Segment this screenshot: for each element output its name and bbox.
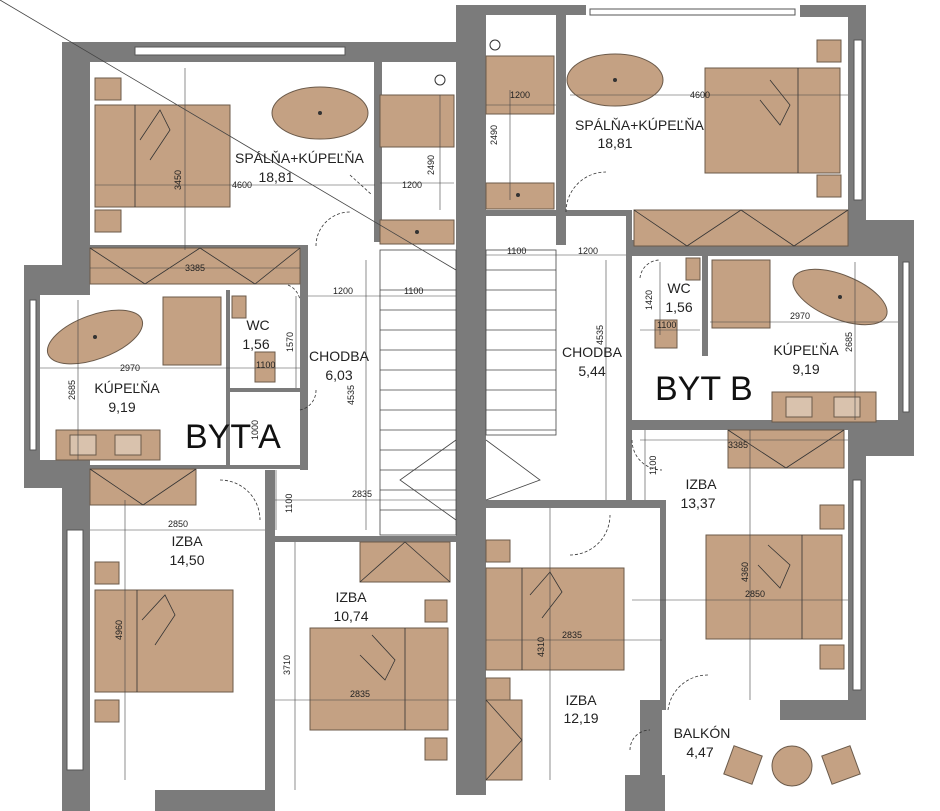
b-bathroom-area: 9,19 [792, 361, 819, 377]
dim-label: 4600 [690, 90, 710, 100]
a-bathroom-area: 9,19 [108, 399, 135, 415]
a-bedroom-area: 18,81 [258, 169, 293, 185]
dim-label: 1100 [507, 246, 526, 256]
dim-label: 4310 [536, 637, 546, 657]
a-room2-name: IZBA [335, 589, 367, 605]
b-room1-area: 13,37 [680, 495, 715, 511]
dim-label: 1000 [250, 420, 260, 440]
dim-label: 1200 [333, 286, 353, 296]
windows [29, 8, 910, 771]
dim-label: 1100 [284, 494, 294, 513]
dim-label: 1200 [578, 246, 598, 256]
dim-label: 4535 [346, 385, 356, 405]
b-balcony-name: BALKÓN [674, 725, 731, 741]
dim-label: 2685 [844, 332, 854, 352]
a-room2-area: 10,74 [333, 608, 368, 624]
apartment-b-label: BYT B [655, 370, 753, 408]
dim-label: 4535 [595, 325, 605, 345]
b-hallway-name: CHODBA [562, 344, 623, 360]
b-room2-name: IZBA [565, 692, 597, 708]
dim-label: 2490 [489, 125, 499, 145]
dim-label: 2970 [790, 311, 810, 321]
a-hallway-area: 6,03 [325, 367, 352, 383]
dim-label: 1570 [285, 332, 295, 352]
a-room1-name: IZBA [171, 533, 203, 549]
dim-label: 1100 [648, 456, 658, 475]
dim-label: 2490 [426, 155, 436, 175]
staircase [0, 0, 557, 536]
apartment-a-label: BYT A [185, 418, 281, 456]
dim-label: 1100 [657, 320, 676, 330]
dim-label: 4360 [740, 562, 750, 582]
dim-label: 2835 [352, 489, 372, 499]
dim-label: 2850 [745, 589, 765, 599]
dim-label: 3385 [728, 440, 748, 450]
a-bedroom-name: SPÁLŇA+KÚPEĽŇA [235, 150, 364, 166]
dim-label: 2850 [168, 519, 188, 529]
b-wc-name: WC [667, 280, 690, 296]
dim-label: 3710 [282, 655, 292, 675]
dim-label: 2835 [562, 630, 582, 640]
dim-label: 1420 [644, 290, 654, 310]
a-room1-area: 14,50 [169, 552, 204, 568]
dim-label: 3385 [185, 263, 205, 273]
b-bedroom-area: 18,81 [597, 135, 632, 151]
b-room2-area: 12,19 [563, 710, 598, 726]
dimension-lines [40, 68, 898, 790]
b-bedroom-name: SPÁLŇA+KÚPEĽŇA [575, 117, 704, 133]
dim-label: 4600 [232, 180, 252, 190]
dimension-labels: 4600 3450 1200 2490 3385 1200 1100 2970 … [67, 90, 854, 699]
b-wc-area: 1,56 [665, 299, 692, 315]
dim-label: 2835 [350, 689, 370, 699]
dim-label: 2685 [67, 380, 77, 400]
furniture [46, 39, 888, 787]
a-bathroom-name: KÚPEĽŇA [94, 380, 160, 396]
b-bathroom-name: KÚPEĽŇA [773, 342, 839, 358]
b-hallway-area: 5,44 [578, 363, 605, 379]
dim-label: 3450 [173, 170, 183, 190]
a-hallway-name: CHODBA [309, 348, 370, 364]
doors [219, 171, 709, 751]
a-wc-area: 1,56 [242, 336, 269, 352]
dim-label: 1200 [510, 90, 530, 100]
dim-label: 1100 [256, 360, 275, 370]
b-room1-name: IZBA [685, 476, 717, 492]
dim-label: 1100 [404, 286, 423, 296]
a-wc-name: WC [246, 317, 269, 333]
dim-label: 1200 [402, 180, 422, 190]
dim-label: 4960 [114, 620, 124, 640]
b-balcony-area: 4,47 [686, 744, 713, 760]
dim-label: 2970 [120, 363, 140, 373]
